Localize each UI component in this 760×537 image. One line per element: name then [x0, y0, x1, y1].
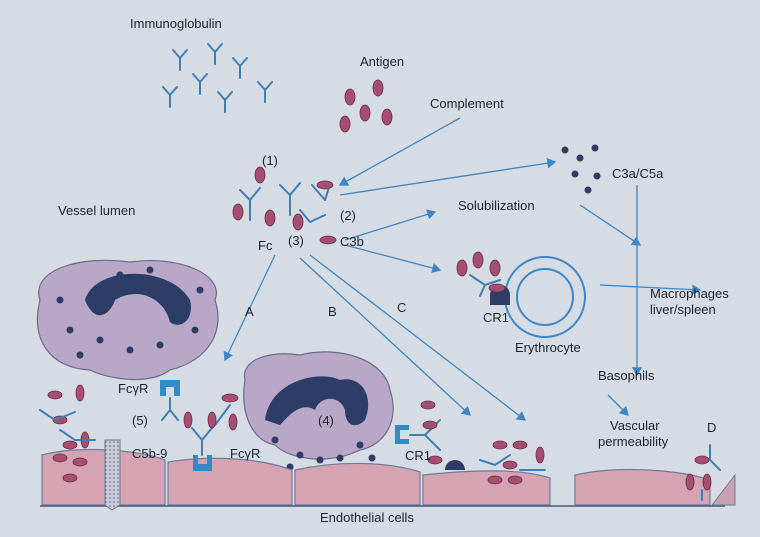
- label-macrophages: Macrophages: [650, 286, 729, 301]
- leukocyte-middle: [243, 351, 394, 474]
- endothelial-cells: [40, 448, 725, 507]
- label-path-c: C: [397, 300, 406, 315]
- label-basophils: Basophils: [598, 368, 655, 383]
- label-step5: (5): [132, 413, 148, 428]
- label-complement: Complement: [430, 96, 504, 111]
- label-permeability: permeability: [598, 434, 669, 449]
- label-endothelial-cells: Endothelial cells: [320, 510, 414, 525]
- label-fcgr-middle: FcγR: [230, 446, 260, 461]
- label-vascular: Vascular: [610, 418, 660, 433]
- label-c5b9: C5b-9: [132, 446, 167, 461]
- label-antigen: Antigen: [360, 54, 404, 69]
- label-step2: (2): [340, 208, 356, 223]
- label-erythrocyte: Erythrocyte: [515, 340, 581, 355]
- label-path-a: A: [245, 304, 254, 319]
- label-vessel-lumen: Vessel lumen: [58, 203, 135, 218]
- label-solubilization: Solubilization: [458, 198, 535, 213]
- label-cr1-erythrocyte: CR1: [483, 310, 509, 325]
- label-cr1-endothelial: CR1: [405, 448, 431, 463]
- c3a-c5a-fragments: [561, 144, 601, 194]
- arrows: [223, 117, 702, 421]
- label-step4: (4): [318, 413, 334, 428]
- free-immunoglobulins: [162, 43, 273, 113]
- immune-complex: [232, 166, 337, 245]
- free-antigens: [339, 79, 393, 133]
- label-path-b: B: [328, 304, 337, 319]
- erythrocyte: [456, 251, 586, 338]
- label-immunoglobulin: Immunoglobulin: [130, 16, 222, 31]
- label-c3a-c5a: C3a/C5a: [612, 166, 664, 181]
- label-fcgr-left: FcγR: [118, 381, 148, 396]
- label-path-d: D: [707, 420, 716, 435]
- label-c3b: C3b: [340, 234, 364, 249]
- label-step1: (1): [262, 153, 278, 168]
- labels: Immunoglobulin Antigen Complement (1) C3…: [58, 16, 729, 525]
- leukocyte-left: [36, 259, 219, 380]
- deposited-complexes: [39, 380, 736, 511]
- label-step3: (3): [288, 233, 304, 248]
- label-fc: Fc: [258, 238, 273, 253]
- label-liver-spleen: liver/spleen: [650, 302, 716, 317]
